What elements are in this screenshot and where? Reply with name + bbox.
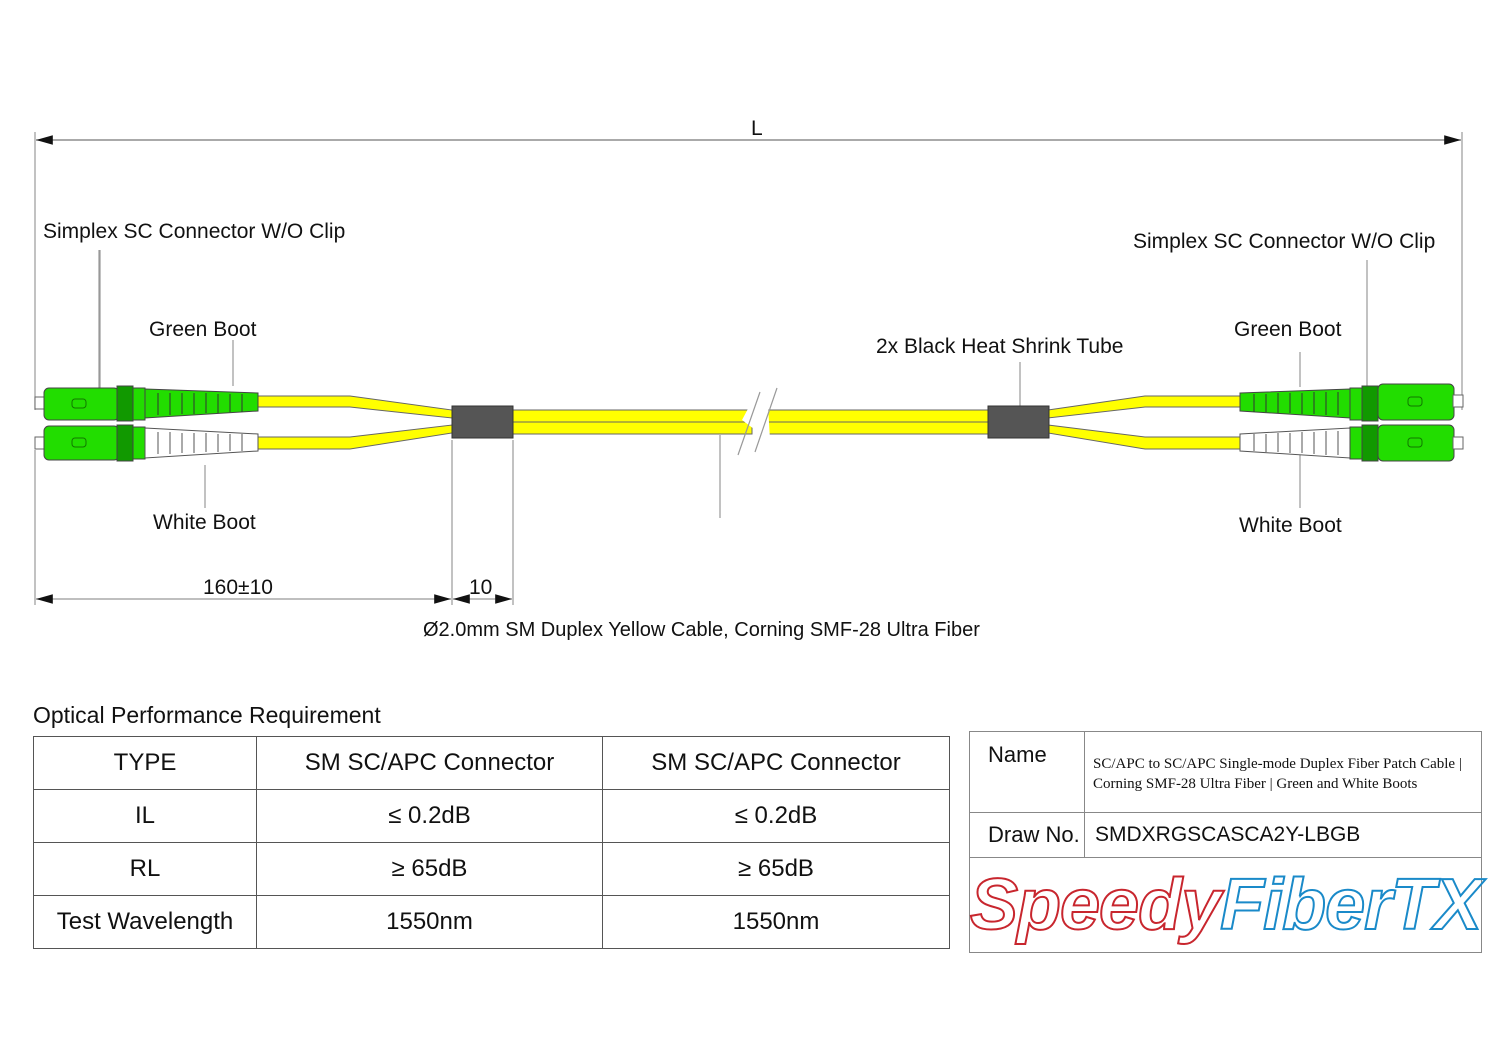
name-label: Name xyxy=(969,731,1085,813)
header-cell: SM SC/APC Connector xyxy=(256,736,603,790)
heat-shrink-left xyxy=(451,405,514,439)
performance-table: TYPE SM SC/APC Connector SM SC/APC Conne… xyxy=(33,736,950,949)
table-cell: ≥ 65dB xyxy=(256,842,603,896)
table-row: RL ≥ 65dB ≥ 65dB xyxy=(33,842,950,896)
logo-cell: SpeedyFiberTX xyxy=(969,857,1483,953)
right-green-boot-label: Green Boot xyxy=(1234,318,1342,341)
draw-no-label: Draw No. xyxy=(969,812,1085,858)
table-cell: 1550nm xyxy=(602,895,950,949)
table-cell: ≤ 0.2dB xyxy=(256,789,603,843)
heat-shrink-length-label: 10 xyxy=(469,576,493,599)
table-cell: IL xyxy=(33,789,257,843)
left-connectors xyxy=(34,385,259,462)
name-value: SC/APC to SC/APC Single-mode Duplex Fibe… xyxy=(1083,731,1483,813)
breakout-length-label: 160±10 xyxy=(203,576,273,599)
right-connector-label: Simplex SC Connector W/O Clip xyxy=(1133,230,1436,253)
right-white-boot-label: White Boot xyxy=(1239,514,1342,537)
table-cell: ≥ 65dB xyxy=(602,842,950,896)
company-logo: SpeedyFiberTX xyxy=(969,864,1483,946)
overall-length-label: L xyxy=(751,117,763,140)
cable-spec-label: Ø2.0mm SM Duplex Yellow Cable, Corning S… xyxy=(423,619,980,641)
header-cell: TYPE xyxy=(33,736,257,790)
table-row: Test Wavelength 1550nm 1550nm xyxy=(33,895,950,949)
left-white-boot-label: White Boot xyxy=(153,511,256,534)
left-connector-label: Simplex SC Connector W/O Clip xyxy=(43,220,346,243)
draw-no-value: SMDXRGSCASCA2Y-LBGB xyxy=(1083,812,1483,858)
right-connectors xyxy=(1239,383,1464,462)
heat-shrink-right xyxy=(987,405,1050,439)
table-cell: ≤ 0.2dB xyxy=(602,789,950,843)
left-green-boot-label: Green Boot xyxy=(149,318,257,341)
table-header-row: TYPE SM SC/APC Connector SM SC/APC Conne… xyxy=(33,736,950,790)
leader-lines xyxy=(34,250,1368,605)
table-cell: RL xyxy=(33,842,257,896)
cable-break-symbol xyxy=(737,387,778,456)
header-cell: SM SC/APC Connector xyxy=(602,736,950,790)
performance-title: Optical Performance Requirement xyxy=(33,702,381,728)
cable-drawing xyxy=(34,132,1464,605)
table-cell: Test Wavelength xyxy=(33,895,257,949)
table-cell: 1550nm xyxy=(256,895,603,949)
overall-length-dimension xyxy=(34,132,1463,410)
heat-shrink-label: 2x Black Heat Shrink Tube xyxy=(876,335,1124,358)
table-row: IL ≤ 0.2dB ≤ 0.2dB xyxy=(33,789,950,843)
title-block: Name SC/APC to SC/APC Single-mode Duplex… xyxy=(969,731,1483,953)
